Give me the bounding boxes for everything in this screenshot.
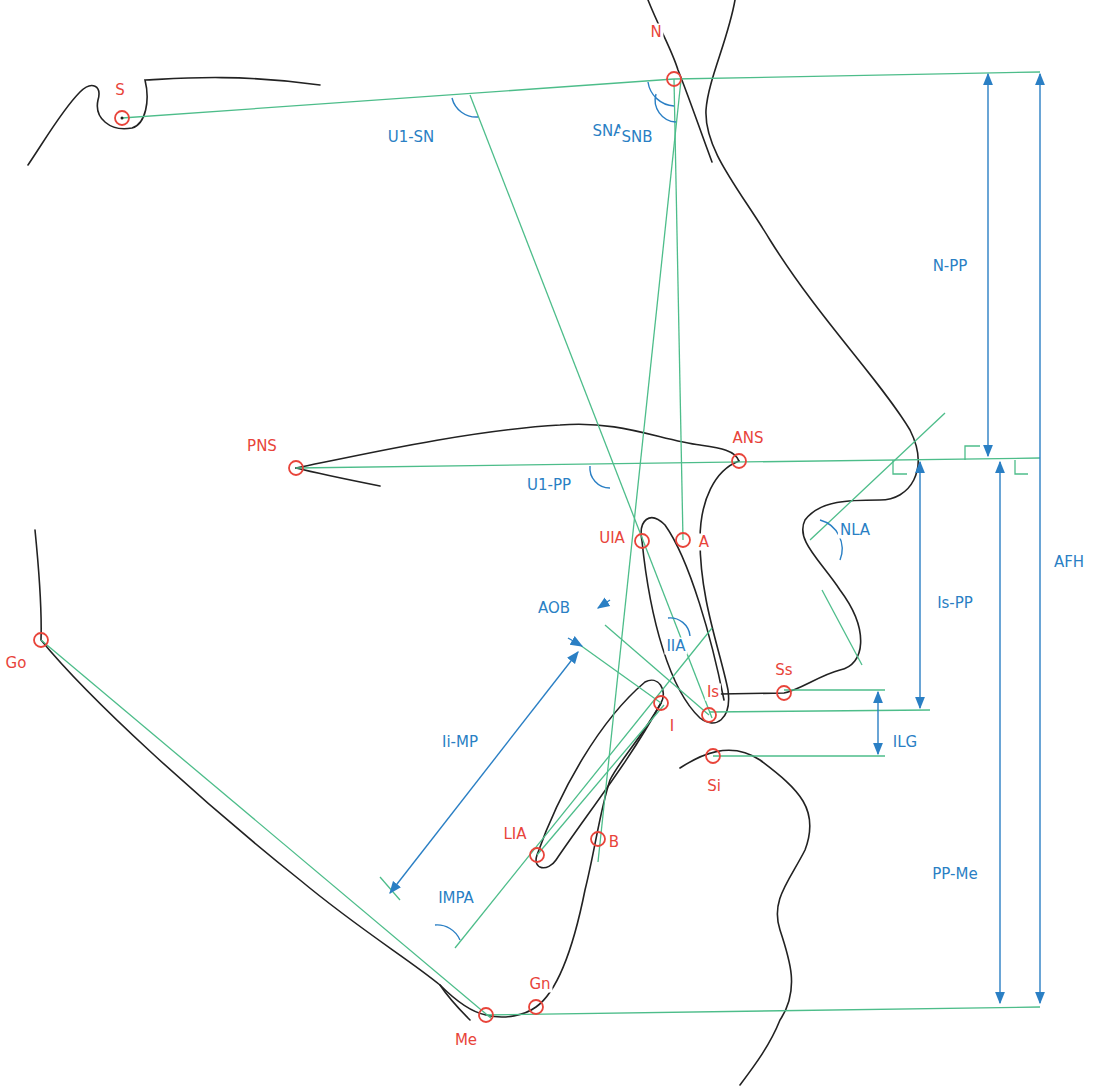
landmark-label: Ss: [773, 662, 794, 679]
measurement-label: N-PP: [931, 258, 970, 275]
measurement-label: SNB: [619, 129, 654, 146]
measurement-label: IMPA: [436, 890, 476, 907]
landmark-label: Si: [705, 778, 723, 795]
landmark-label: ANS: [730, 430, 765, 447]
landmark-label: Gn: [527, 976, 552, 993]
landmark-label: I: [668, 718, 676, 735]
landmark-label: N: [648, 24, 663, 41]
landmark-label: B: [607, 834, 621, 851]
measurement-label: NLA: [838, 522, 872, 539]
measurement-label: U1-PP: [525, 477, 573, 494]
measurement-label: Is-PP: [935, 595, 975, 612]
landmark-label: S: [113, 82, 127, 99]
landmark-label: Is: [705, 684, 721, 701]
landmark-label: LIA: [501, 826, 528, 843]
measurement-label: PP-Me: [930, 866, 979, 883]
measurement-label: IIA: [664, 638, 687, 655]
measurement-label: Ii-MP: [440, 734, 480, 751]
measurement-label: ILG: [891, 734, 919, 751]
landmark-label: UIA: [597, 530, 627, 547]
measurement-label: AOB: [536, 600, 572, 617]
measurement-label: AFH: [1052, 554, 1086, 571]
landmark-label: A: [697, 534, 711, 551]
landmark-label: PNS: [245, 438, 279, 455]
landmark-label: Me: [453, 1032, 479, 1049]
measurement-label: U1-SN: [386, 129, 437, 146]
landmark-label: Go: [4, 655, 29, 672]
